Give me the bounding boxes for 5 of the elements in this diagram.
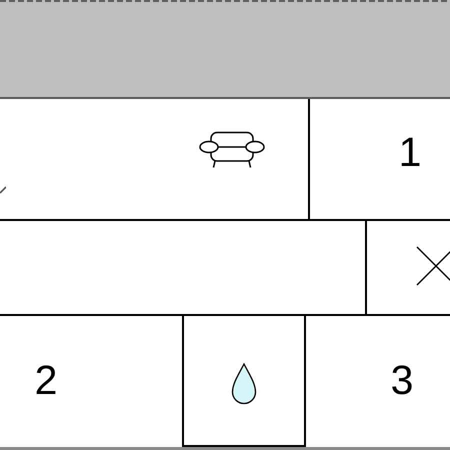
room-number: 3 xyxy=(390,360,414,401)
floor-plan-room xyxy=(0,221,367,316)
room-number: 2 xyxy=(34,360,58,401)
room-number: 1 xyxy=(398,132,422,173)
floor-plan-room xyxy=(0,99,310,221)
